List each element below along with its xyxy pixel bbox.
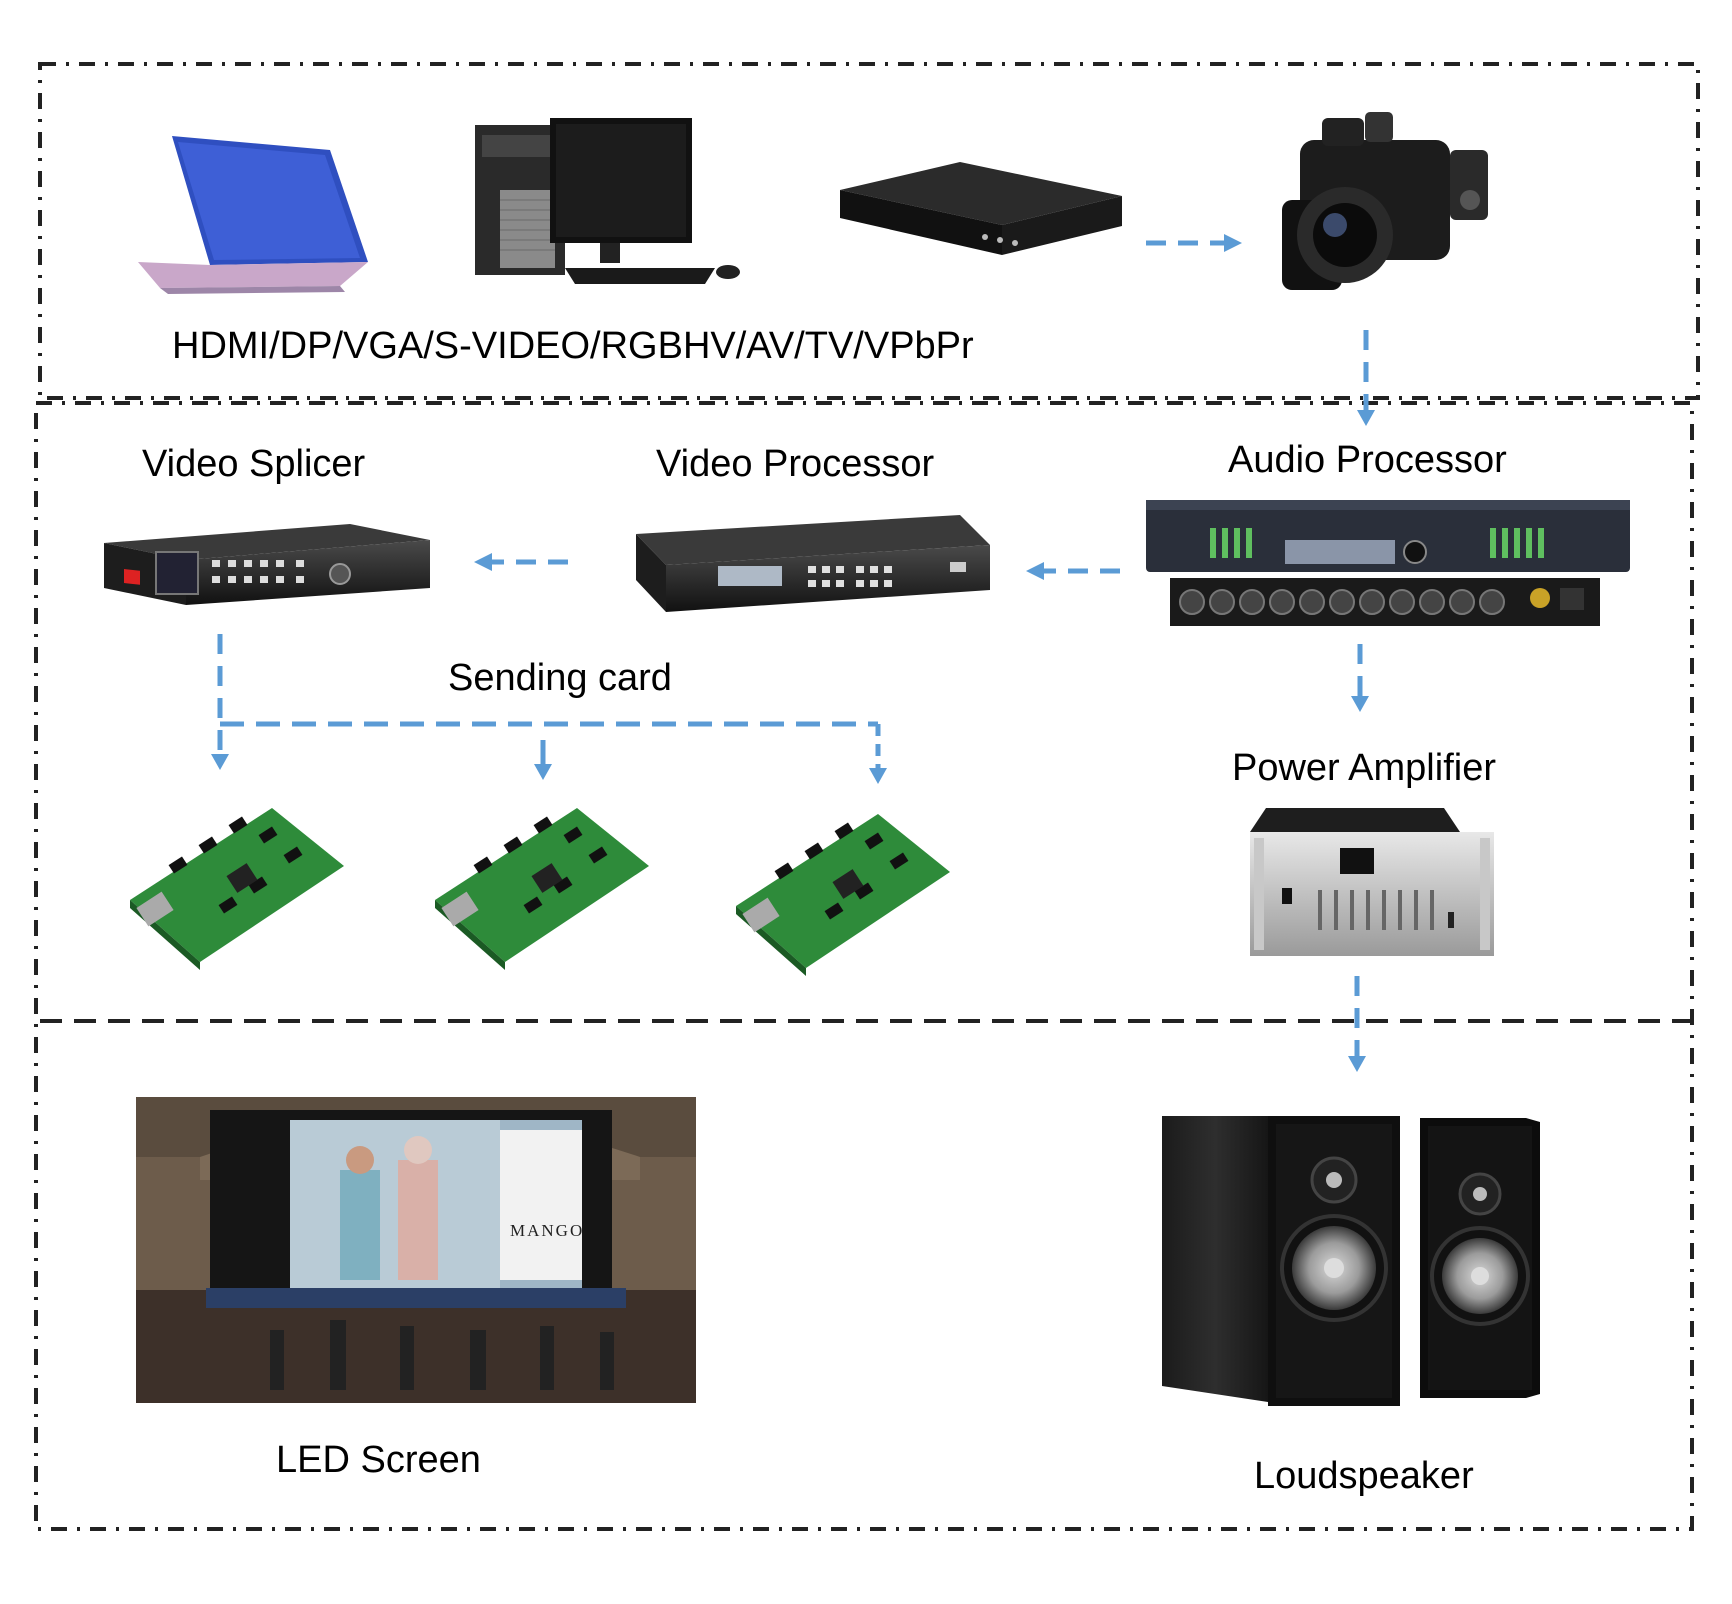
arrow-dvd-to-camera — [1146, 234, 1242, 252]
arrow-camera-to-audio — [1357, 330, 1375, 426]
video-processor-icon — [636, 515, 990, 612]
region-sources — [38, 62, 1700, 400]
laptop-icon — [138, 136, 368, 294]
arrow-splicer-to-cards — [217, 634, 881, 768]
led-screen-brand: MANGO — [510, 1221, 584, 1240]
arrow-audio-to-amp — [1351, 644, 1369, 712]
loudspeaker-label: Loudspeaker — [1254, 1455, 1474, 1497]
power-amplifier-icon — [1250, 808, 1494, 956]
desktop-computer-icon — [475, 118, 740, 284]
led-screen-label: LED Screen — [276, 1439, 481, 1481]
receiving-card-icon — [130, 808, 344, 970]
receiving-card-icon — [435, 808, 649, 970]
video-splicer-label: Video Splicer — [142, 443, 366, 485]
video-processor-label: Video Processor — [656, 443, 934, 485]
audio-processor-label: Audio Processor — [1228, 439, 1507, 481]
region-processing — [34, 401, 1694, 1531]
arrowheads-cards — [211, 754, 887, 784]
receiving-card-icon — [736, 814, 950, 976]
power-amplifier-label: Power Amplifier — [1232, 747, 1496, 789]
sending-card-label: Sending card — [448, 657, 672, 699]
arrow-audio-to-processor — [1026, 562, 1120, 580]
arrow-processor-to-splicer — [474, 553, 568, 571]
arrow-amp-to-speaker — [1348, 976, 1366, 1072]
video-camera-icon — [1282, 112, 1488, 290]
audio-processor-icon — [1146, 500, 1630, 626]
loudspeaker-icon — [1162, 1116, 1540, 1406]
led-screen-photo: MANGO — [136, 1097, 696, 1403]
video-splicer-icon — [104, 524, 430, 605]
dvd-player-icon — [840, 162, 1122, 255]
sources-label: HDMI/DP/VGA/S-VIDEO/RGBHV/AV/TV/VPbPr — [172, 325, 974, 367]
